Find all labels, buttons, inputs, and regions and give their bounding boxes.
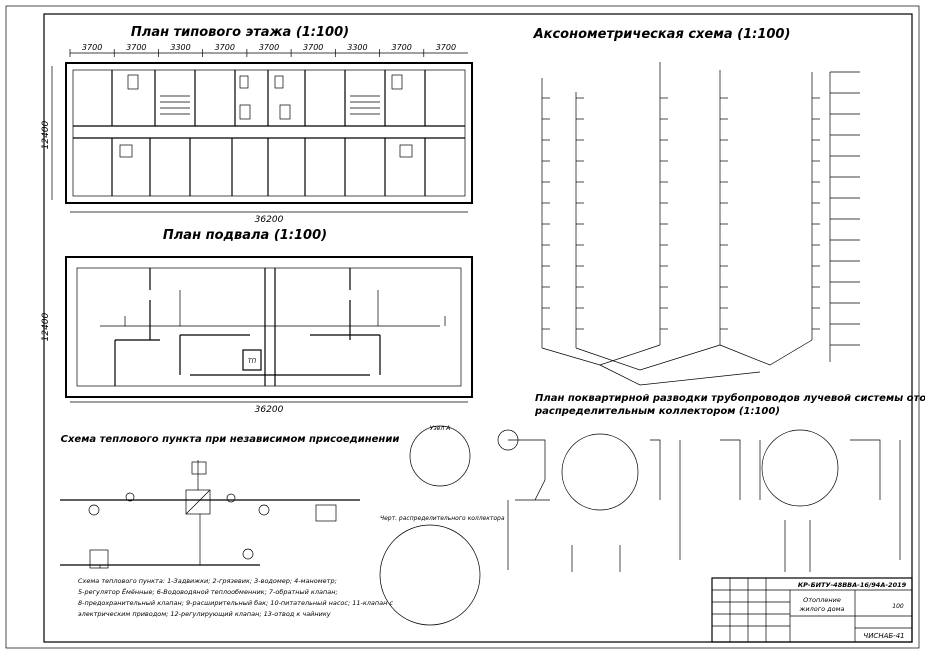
- dimension-label: 3300: [170, 43, 190, 52]
- collector-label: Черт. распределительного коллектора: [380, 515, 505, 522]
- dimension-label: 3700: [436, 43, 456, 52]
- floor-total-width: 36200: [255, 215, 284, 225]
- legend-line-2: 5-регулятор Ёмённые; 6-Водоводяной тепло…: [78, 587, 338, 596]
- basement-total-width: 36200: [255, 405, 284, 415]
- title-block-code: КР-БИТУ-48ВВА-16/94А-2019: [798, 581, 907, 589]
- basement-plan: ТП 36200 12400: [41, 256, 473, 415]
- outer-border: [5, 5, 920, 649]
- title-block-title-1: Отопление: [803, 596, 841, 604]
- heat-point-scheme: [60, 460, 360, 569]
- floor-height: 12400: [41, 120, 51, 149]
- title-layout-line2: распределительным коллектором (1:100): [534, 406, 780, 417]
- top-dimensions: 3700 3700 3300 3700 3700 3700 3300 3700 3700: [69, 43, 456, 57]
- title-block-title-2: жилого дома: [798, 605, 844, 613]
- basement-unit-label: ТП: [248, 358, 257, 365]
- heat-unit-box: [242, 349, 262, 371]
- node-a-label: Узел А: [430, 425, 450, 432]
- dimension-label: 3700: [82, 43, 102, 52]
- partitions: [111, 70, 426, 196]
- dimension-label: 3700: [303, 43, 323, 52]
- title-layout-line1: План поквартирной разводки трубопроводов…: [535, 392, 925, 404]
- dimension-label: 3700: [259, 43, 279, 52]
- heat-point-legend: Схема теплового пункта: 1-Задвижки; 2-гр…: [78, 577, 393, 618]
- dimension-label: 3700: [391, 43, 411, 52]
- dimension-label: 3700: [126, 43, 146, 52]
- frame-border: [43, 13, 913, 643]
- title-heat-point: Схема теплового пункта при независимом п…: [61, 434, 400, 445]
- title-block-org: ЧИСНАБ-41: [863, 632, 904, 640]
- dimension-label: 3700: [215, 43, 235, 52]
- title-block-sheet: 100: [892, 603, 904, 610]
- dimension-label: 3300: [347, 43, 367, 52]
- title-typical-floor: План типового этажа (1:100): [131, 25, 349, 40]
- title-block: КР-БИТУ-48ВВА-16/94А-2019 Отопление жило…: [711, 577, 913, 643]
- legend-line-1: Схема теплового пункта: 1-Задвижки; 2-гр…: [78, 577, 337, 585]
- legend-line-3: 8-предохранительный клапан; 9-расширител…: [78, 599, 393, 607]
- axonometric-scheme: [541, 62, 860, 386]
- basement-height: 12400: [41, 312, 51, 341]
- legend-line-4: электрическим приводом; 12-регулирующий …: [78, 610, 331, 618]
- typical-floor-plan: 3700 3700 3300 3700 3700 3700 3300 3700 3700: [41, 43, 473, 225]
- apartment-layout-plan: Узел А Черт. распределительного коллекто…: [379, 425, 901, 626]
- title-basement: План подвала (1:100): [163, 228, 327, 243]
- title-axonometric: Аксонометрическая схема (1:100): [533, 27, 791, 42]
